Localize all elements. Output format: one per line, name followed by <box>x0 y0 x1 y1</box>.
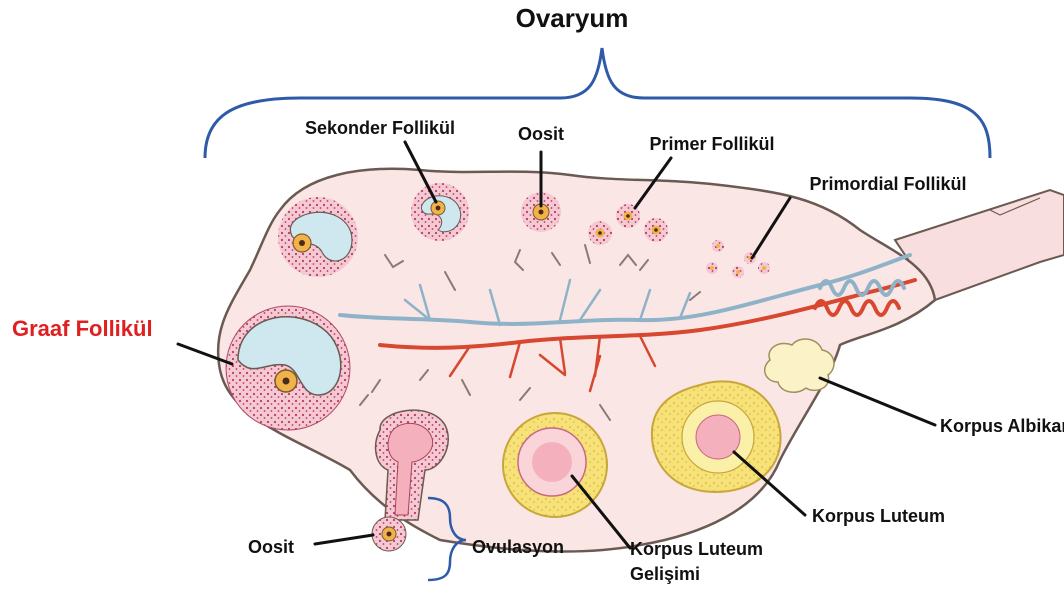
secondary-follicle <box>411 183 469 241</box>
label-corpus-luteum-development-line1: Korpus Luteum <box>630 539 763 559</box>
label-graafian-follicle: Graaf Follikül <box>12 316 153 341</box>
graafian-follicle <box>226 306 350 430</box>
label-primordial-follicle: Primordial Follikül <box>809 174 966 194</box>
secondary-follicle-large <box>278 197 358 277</box>
label-oocyte-top: Oosit <box>518 124 564 144</box>
label-corpus-luteum-development-line2: Gelişimi <box>630 564 700 584</box>
label-corpus-albicans: Korpus Albikans <box>940 416 1064 436</box>
ovary-brace <box>205 48 990 158</box>
label-oocyte-bottom: Oosit <box>248 537 294 557</box>
ovary-title: Ovaryum <box>516 3 629 33</box>
label-ovulation: Ovulasyon <box>472 537 564 557</box>
label-primary-follicle: Primer Follikül <box>649 134 774 154</box>
label-secondary-follicle: Sekonder Follikül <box>305 118 455 138</box>
label-corpus-luteum: Korpus Luteum <box>812 506 945 526</box>
